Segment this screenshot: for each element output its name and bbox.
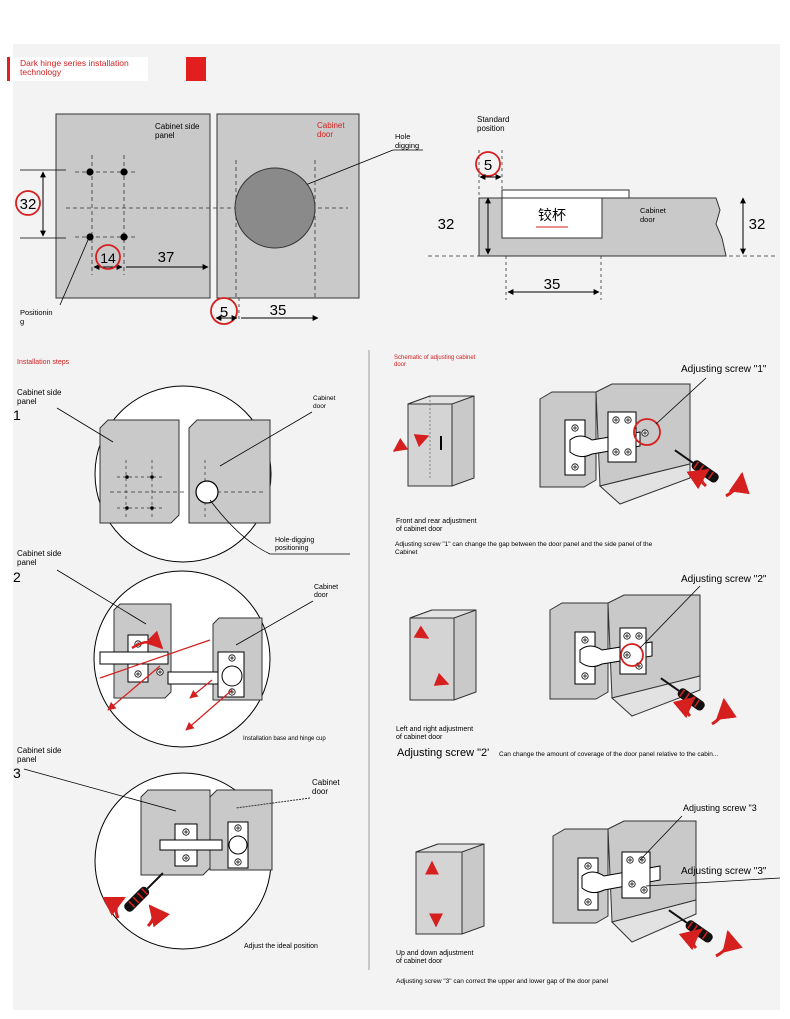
tl-dim-32: 32 [20, 196, 37, 213]
header-red-block [186, 57, 206, 81]
a3-screw-top-label: Adjusting screw "3 [683, 803, 757, 813]
adjust-title-2: door [394, 362, 406, 368]
tr-door-1: Cabinet [640, 206, 667, 215]
step3-door-2: door [312, 787, 328, 796]
step3-side-2: panel [17, 755, 37, 764]
tl-dim-5: 5 [220, 304, 228, 321]
installation-steps: Installation steps Cabinet side panel 1 … [13, 359, 350, 950]
step1-side-2: panel [17, 397, 37, 406]
tr-door-2: door [640, 215, 656, 224]
tl-positioning-1: Positionin [20, 308, 53, 317]
a2-desc-big: Adjusting screw "2' [397, 747, 489, 759]
a1-caption-2: of cabinet door [396, 526, 443, 533]
a1-desc-1: Adjusting screw "1" can change the gap b… [395, 541, 653, 548]
a2-desc: Can change the amount of coverage of the… [499, 751, 719, 758]
step2-door-2: door [314, 592, 329, 599]
step2-number: 2 [13, 569, 21, 585]
tl-dim-37: 37 [158, 249, 175, 266]
step1-side-1: Cabinet side [17, 388, 62, 397]
step1-caption-1: Hole-digging [275, 537, 314, 544]
step1-door-2: door [313, 403, 327, 410]
tr-standard-2: position [477, 124, 505, 133]
tl-door-label-1: Cabinet [317, 121, 345, 130]
a2-screw-label: Adjusting screw "2" [681, 574, 767, 585]
step2-side-2: panel [17, 558, 37, 567]
a1-caption-1: Front and rear adjustment [396, 518, 477, 525]
step2-door-1: Cabinet [314, 584, 338, 591]
tl-side-label-2: panel [155, 131, 175, 140]
top-right-diagram: Standard position 5 铰杯 Cabinet door 32 3… [428, 115, 775, 300]
tl-dim-35: 35 [270, 302, 287, 319]
tl-positioning-2: g [20, 317, 24, 326]
step3-caption: Adjust the ideal position [244, 943, 318, 950]
top-left-diagram: Cabinet side panel Cabinet door Hole dig… [15, 113, 423, 326]
step2-caption: Installation base and hinge cup [243, 736, 326, 742]
a3-caption-2: of cabinet door [396, 958, 443, 965]
adjustment-section: Schematic of adjusting cabinet door Fron… [392, 355, 781, 985]
tl-dim-14: 14 [100, 250, 116, 266]
tl-door-label-2: door [317, 130, 333, 139]
tl-hole-label-2: digging [395, 141, 419, 150]
tl-hole-label-1: Hole [395, 132, 410, 141]
step3-side-1: Cabinet side [17, 746, 62, 755]
a3-screw-label: Adjusting screw "3" [681, 866, 767, 877]
a2-caption-2: of cabinet door [396, 734, 443, 741]
steps-title: Installation steps [17, 359, 70, 366]
step3-number: 3 [13, 765, 21, 781]
step3-door-1: Cabinet [312, 778, 340, 787]
step1-door-1: Cabinet [313, 395, 336, 402]
a2-caption-1: Left and right adjustment [396, 726, 473, 733]
tr-dim-35: 35 [544, 276, 561, 293]
a1-desc-2: Cabinet [395, 549, 418, 556]
tr-dim-5: 5 [484, 157, 492, 174]
tr-dim-32-left: 32 [438, 216, 455, 233]
a3-desc: Adjusting screw "3" can correct the uppe… [396, 978, 609, 985]
a1-screw-label: Adjusting screw "1" [681, 364, 767, 375]
step1-caption-2: positioning [275, 545, 309, 552]
tr-dim-32-right: 32 [749, 216, 766, 233]
step1-number: 1 [13, 407, 21, 423]
step2-side-1: Cabinet side [17, 549, 62, 558]
tl-side-label-1: Cabinet side [155, 122, 200, 131]
adjust-title-1: Schematic of adjusting cabinet [394, 355, 476, 361]
a3-caption-1: Up and down adjustment [396, 950, 473, 957]
tr-cup-label: 铰杯 [538, 208, 566, 224]
tr-standard-1: Standard [477, 115, 509, 124]
